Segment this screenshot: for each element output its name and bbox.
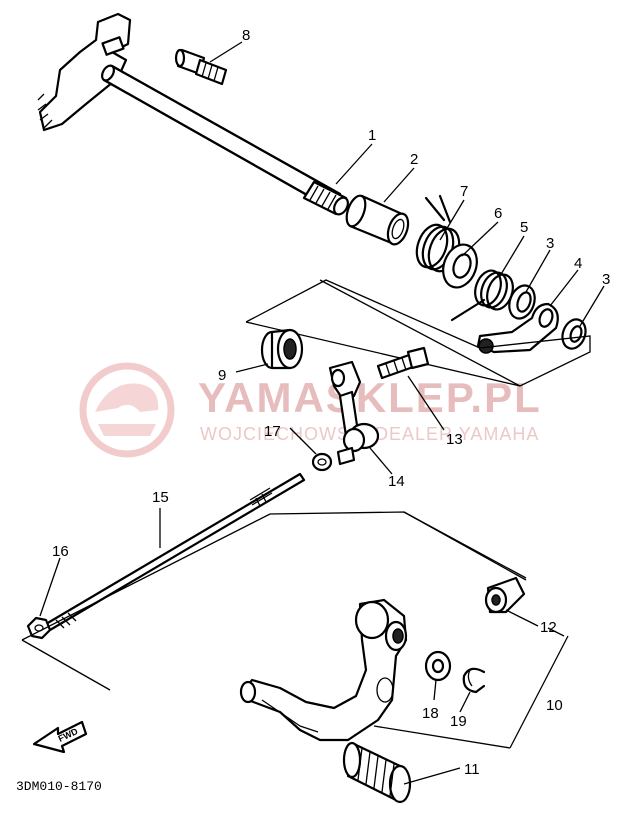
label-part-11: 11 [464, 761, 480, 778]
part-18-washer [424, 650, 452, 682]
watermark-main-text: YAMASKLEP.PL [198, 374, 542, 421]
label-part-2: 2 [410, 151, 418, 168]
label-part-3-upper: 3 [546, 235, 554, 252]
label-part-4: 4 [574, 255, 582, 272]
part-8-bolt [174, 48, 228, 86]
part-2-collar [345, 194, 410, 246]
part-15-shift-rod [44, 472, 306, 632]
part-19-circlip [462, 667, 486, 694]
label-part-12: 12 [540, 619, 557, 636]
label-part-3-lower: 3 [602, 271, 610, 288]
label-part-7: 7 [460, 183, 468, 200]
part-3-circlip-lower [561, 318, 587, 350]
label-part-13: 13 [446, 431, 463, 448]
watermark: YAMASKLEP.PL WOJCIECHOWSKI DEALER YAMAHA [79, 362, 542, 458]
part-4-stopper-lever [476, 302, 559, 354]
part-3-circlip-upper [508, 284, 536, 320]
label-part-16: 16 [52, 543, 69, 560]
label-part-8: 8 [242, 27, 250, 44]
part-17-nut [311, 446, 356, 472]
part-12-rod-joint [484, 576, 526, 614]
label-part-9: 9 [218, 367, 226, 384]
part-13-bolt [376, 346, 430, 380]
label-part-10: 10 [546, 697, 563, 714]
diagram-code: 3DM010-8170 [16, 779, 102, 794]
part-labels: 1 2 7 6 5 3 4 3 8 9 13 14 17 15 16 12 10… [52, 27, 610, 778]
label-part-6: 6 [494, 205, 502, 222]
label-part-18: 18 [422, 705, 439, 722]
part-14-shift-arm [328, 360, 380, 453]
label-part-5: 5 [520, 219, 528, 236]
part-9-bearing [260, 328, 304, 370]
part-6-washer [442, 243, 478, 289]
leader-lines [39, 41, 605, 785]
label-part-15: 15 [152, 489, 169, 506]
part-10-shift-pedal [239, 598, 408, 742]
label-part-14: 14 [388, 473, 405, 490]
label-part-1: 1 [368, 127, 376, 144]
part-1-shift-shaft [37, 12, 349, 216]
label-part-17: 17 [264, 423, 281, 440]
watermark-logo-icon [79, 362, 175, 458]
part-11-pedal-rubber [342, 741, 412, 804]
part-16-nut [26, 616, 52, 640]
assembly-outline-lower [21, 511, 527, 691]
fwd-arrow-icon: FWD [32, 720, 88, 754]
label-part-19: 19 [450, 713, 467, 730]
